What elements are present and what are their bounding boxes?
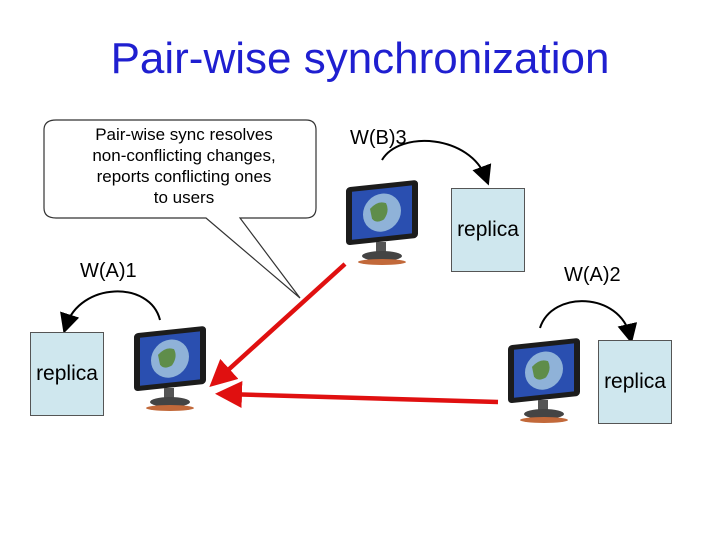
- write-label-right: W(A)2: [564, 264, 621, 286]
- replica-box-right: replica: [598, 340, 672, 424]
- slide-title: Pair-wise synchronization: [110, 34, 610, 83]
- replica-box-left: replica: [30, 332, 104, 416]
- computer-icon-right: [508, 338, 580, 423]
- sync-arrow-right-to-left: [215, 381, 499, 409]
- write-arrow-top: [381, 140, 492, 186]
- computer-icon-left: [134, 326, 206, 411]
- write-label-top: W(B)3: [350, 127, 407, 149]
- callout-line: reports conflicting ones: [96, 167, 272, 186]
- sync-arrow-top-to-left: [209, 262, 347, 388]
- replica-box-top: replica: [451, 188, 525, 272]
- write-arrow-left: [60, 290, 161, 334]
- write-label-left: W(A)1: [80, 260, 137, 282]
- write-arrow-right: [539, 300, 638, 344]
- computer-icon-top: [346, 180, 418, 265]
- callout-line: to users: [153, 188, 215, 207]
- callout-line: Pair-wise sync resolves: [95, 125, 273, 144]
- callout-bubble: [43, 119, 317, 299]
- callout-text: Pair-wise sync resolves non-conflicting …: [44, 124, 324, 208]
- callout-line: non-conflicting changes,: [92, 146, 276, 165]
